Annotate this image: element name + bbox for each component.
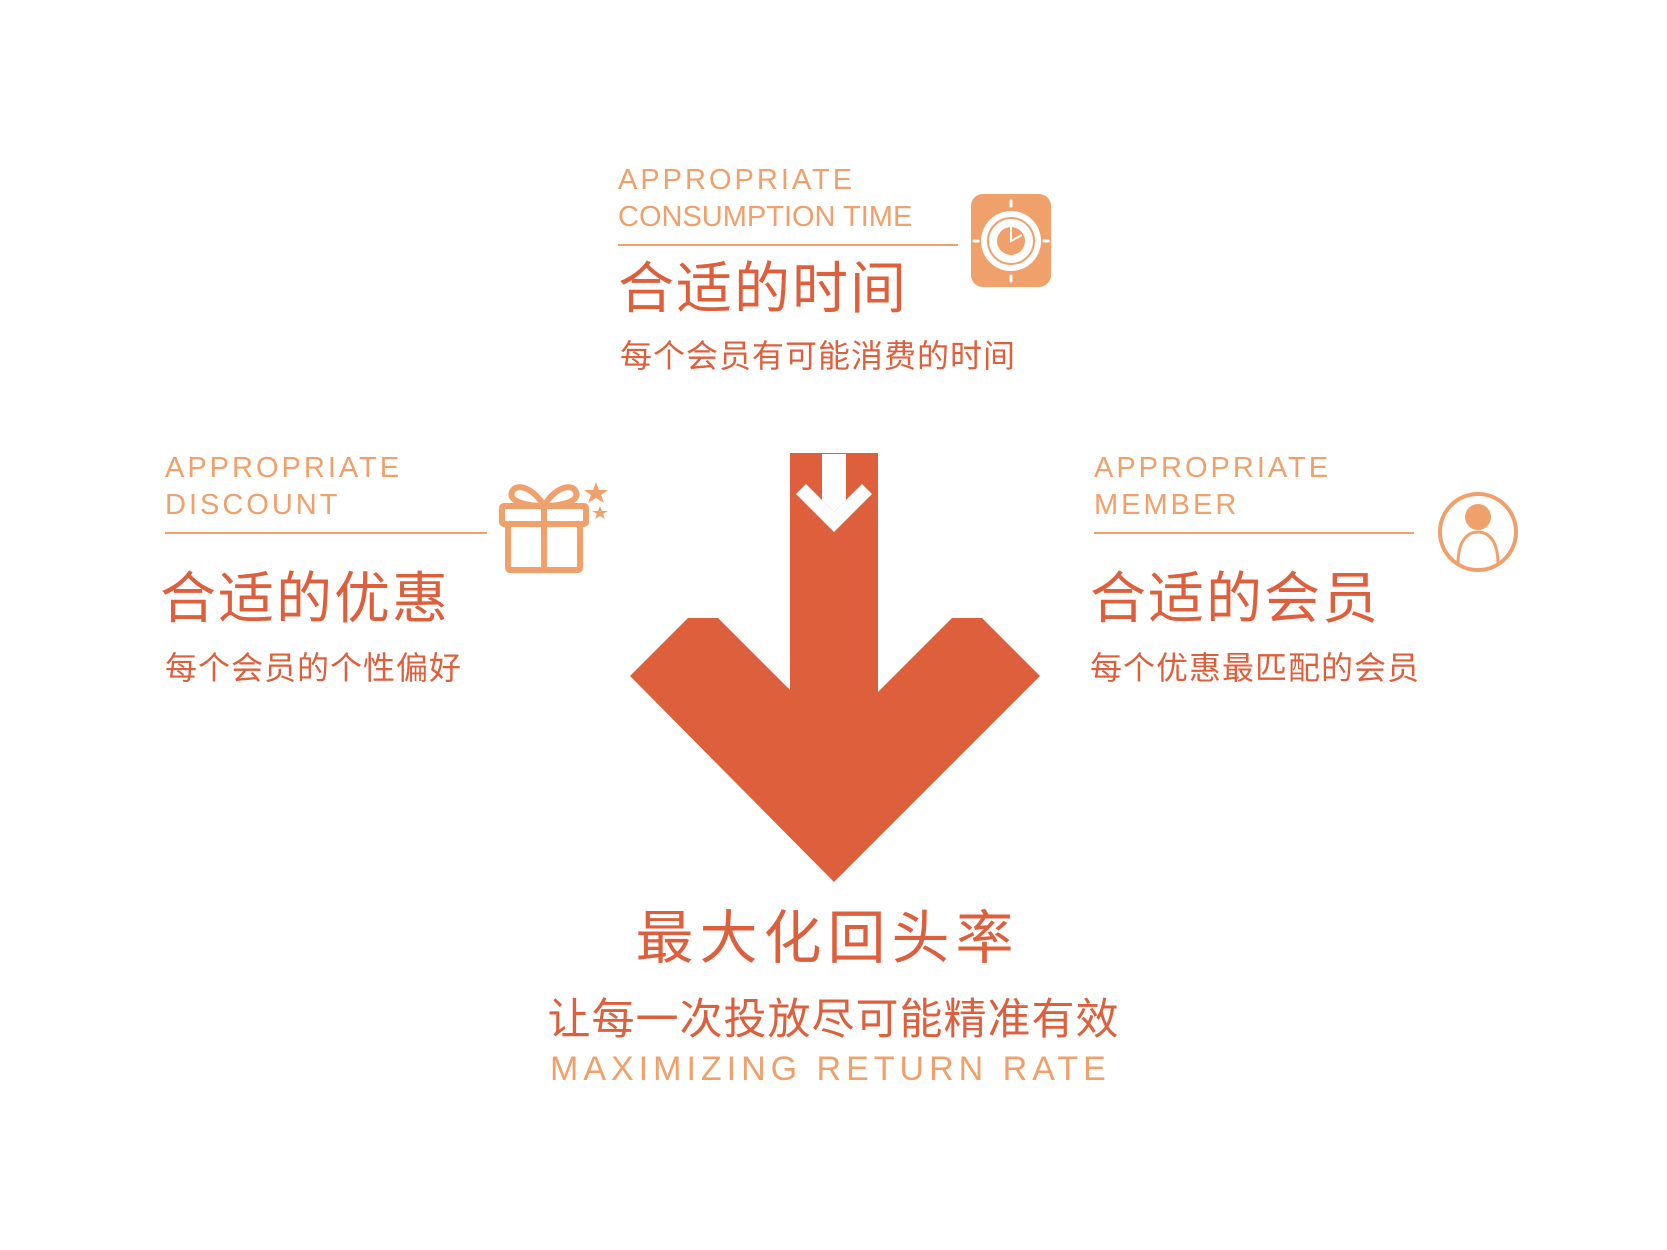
left-english-line1: APPROPRIATE bbox=[165, 452, 403, 484]
gift-icon bbox=[499, 482, 608, 573]
center-english: MAXIMIZING RETURN RATE bbox=[550, 1050, 1111, 1088]
right-english-label: APPROPRIATE MEMBER bbox=[1094, 450, 1331, 524]
top-english-label: APPROPRIATE CONSUMPTION TIME bbox=[618, 162, 912, 236]
top-subtitle: 每个会员有可能消费的时间 bbox=[620, 337, 1017, 375]
right-subtitle: 每个优惠最匹配的会员 bbox=[1090, 649, 1421, 687]
top-title: 合适的时间 bbox=[618, 257, 908, 322]
top-english-line1: APPROPRIATE bbox=[618, 164, 856, 196]
left-english-line2: DISCOUNT bbox=[165, 489, 341, 521]
left-english-label: APPROPRIATE DISCOUNT bbox=[165, 450, 402, 524]
left-title: 合适的优惠 bbox=[160, 567, 450, 632]
user-icon bbox=[1438, 492, 1518, 572]
right-divider bbox=[1094, 532, 1414, 534]
left-subtitle: 每个会员的个性偏好 bbox=[165, 649, 463, 687]
left-divider bbox=[165, 532, 487, 534]
right-english-line2: MEMBER bbox=[1094, 489, 1240, 521]
top-english-line2: CONSUMPTION TIME bbox=[618, 201, 913, 233]
clock-icon bbox=[971, 194, 1051, 287]
center-title: 最大化回头率 bbox=[635, 904, 1020, 972]
top-divider bbox=[618, 244, 958, 246]
right-title: 合适的会员 bbox=[1090, 567, 1380, 632]
converging-arrow-icon bbox=[630, 453, 1040, 882]
center-subtitle: 让每一次投放尽可能精准有效 bbox=[547, 995, 1120, 1045]
right-english-line1: APPROPRIATE bbox=[1094, 452, 1332, 484]
